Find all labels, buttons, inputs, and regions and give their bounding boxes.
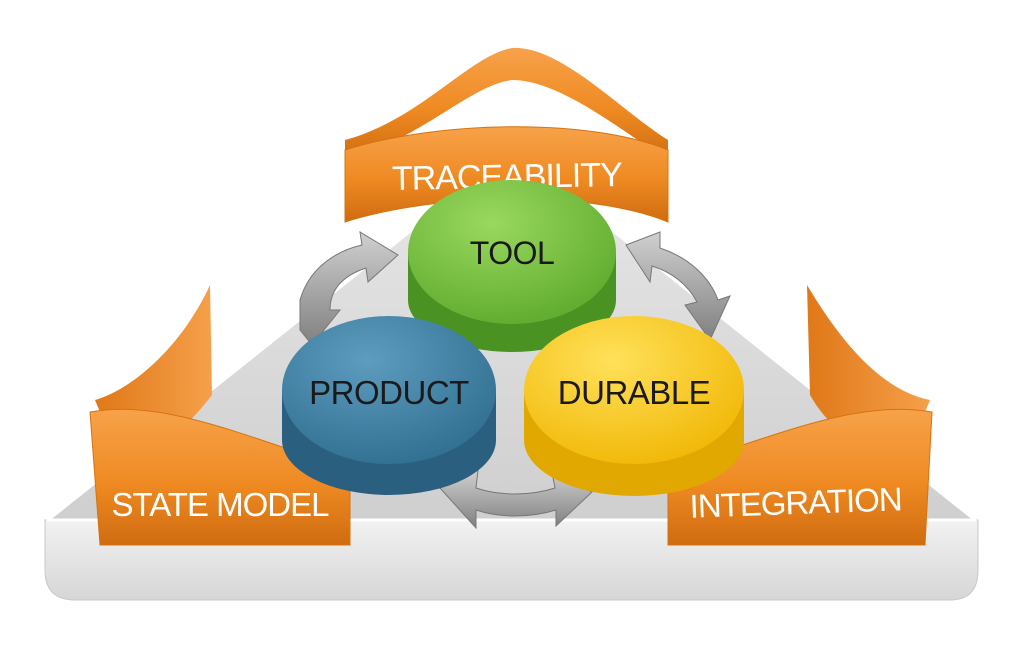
node-product: PRODUCT <box>282 316 496 495</box>
node-tool-top <box>408 180 616 324</box>
node-product-label: PRODUCT <box>309 374 469 411</box>
band-integration-label: INTEGRATION <box>689 480 902 524</box>
arrow-left-icon <box>299 231 399 346</box>
node-tool: TOOL <box>408 180 616 352</box>
node-tool-label: TOOL <box>470 235 555 271</box>
band-state-model-label: STATE MODEL <box>112 486 330 523</box>
node-durable: DURABLE <box>524 316 744 496</box>
arrow-bottom-icon <box>439 469 593 530</box>
node-durable-label: DURABLE <box>558 374 710 411</box>
arrow-right-icon <box>625 231 731 341</box>
band-state-model: STATE MODEL <box>89 285 351 546</box>
band-integration: INTEGRATION <box>667 285 933 546</box>
cycle-arrows <box>299 231 731 530</box>
node-product-top <box>282 316 496 464</box>
node-durable-top <box>524 316 744 464</box>
